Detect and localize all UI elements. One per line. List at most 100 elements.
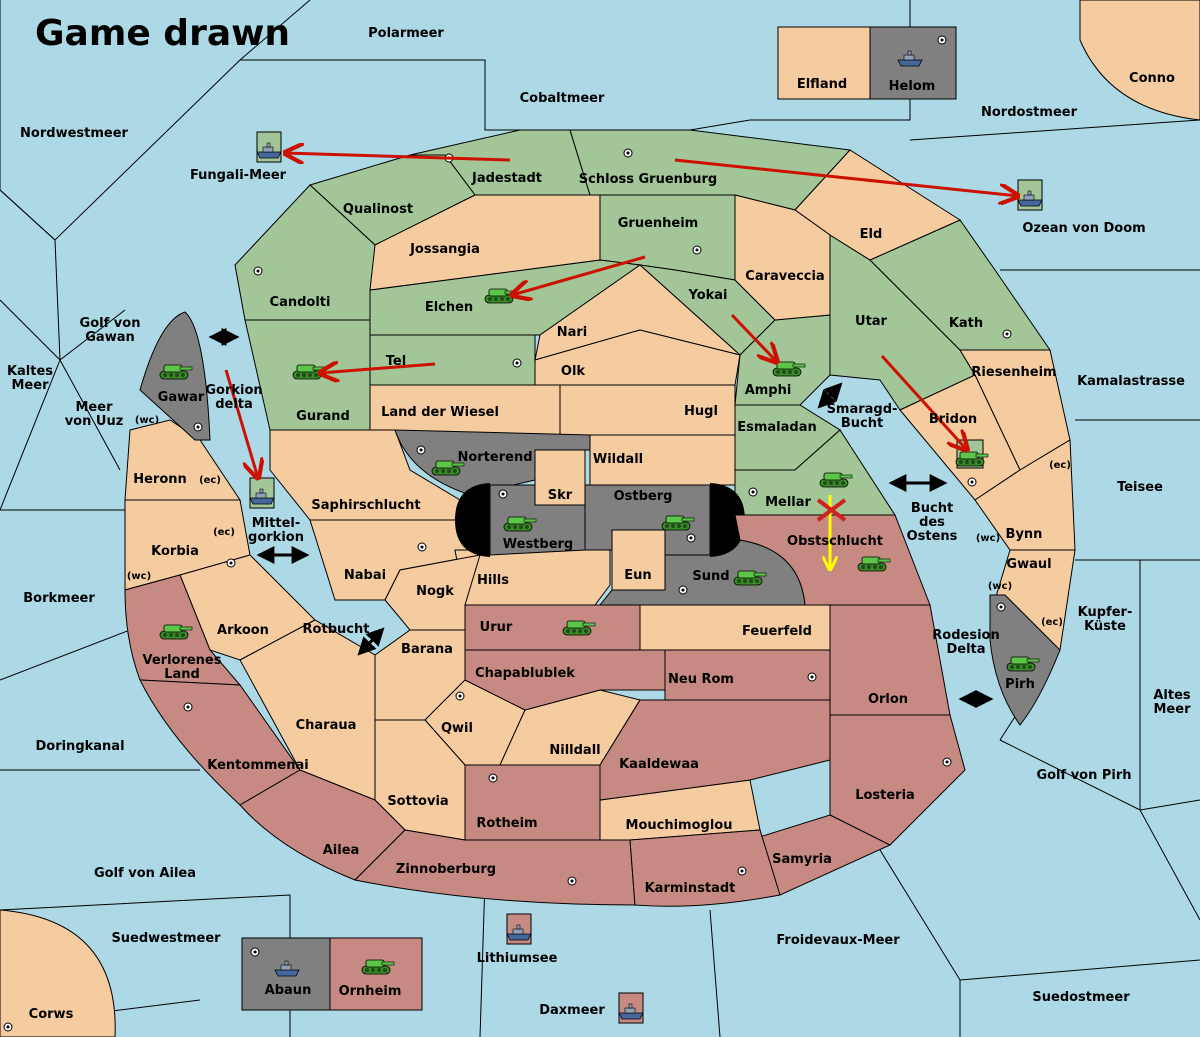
region-karminstadt[interactable] bbox=[629, 829, 781, 907]
sea-label-suedwestmeer: Suedwestmeer bbox=[111, 931, 221, 946]
region-label-losteria: Losteria bbox=[855, 788, 915, 803]
failed-order bbox=[816, 495, 847, 568]
region-label-obstschlucht: Obstschlucht bbox=[787, 534, 883, 549]
region-label-saphir: Saphirschlucht bbox=[311, 498, 420, 513]
region-conno[interactable] bbox=[1079, 0, 1200, 121]
region-label-kaaldewaa: Kaaldewaa bbox=[619, 757, 699, 772]
region-label-kath: Kath bbox=[949, 316, 983, 331]
region-label-urur: Urur bbox=[480, 620, 513, 635]
coast-marker-bynn-ec: (ec) bbox=[1049, 460, 1071, 471]
sea-labels: Polarmeer Nordwestmeer Cobaltmeer Nordos… bbox=[7, 26, 1191, 1022]
supply-center-dot-icon bbox=[567, 876, 577, 886]
region-label-nabai: Nabai bbox=[344, 568, 386, 583]
region-label-qwil: Qwil bbox=[441, 721, 473, 736]
region-label-elchen: Elchen bbox=[425, 300, 473, 315]
ostberg-cap bbox=[455, 483, 490, 557]
game-status-title: Game drawn bbox=[35, 13, 290, 54]
double-arrow-icon bbox=[817, 382, 843, 409]
supply-center-dot-icon bbox=[250, 947, 260, 957]
region-label-barana: Barana bbox=[401, 642, 453, 657]
supply-center-dot-icon bbox=[623, 148, 633, 158]
region-label-utar: Utar bbox=[855, 314, 888, 329]
red-x-icon bbox=[816, 498, 847, 522]
region-label-rotheim: Rotheim bbox=[476, 816, 537, 831]
region-jossangia[interactable] bbox=[369, 194, 601, 291]
coast-marker-gawar-wc: (wc) bbox=[135, 415, 159, 426]
region-label-gruenheim: Gruenheim bbox=[618, 216, 698, 231]
supply-center-dot-icon bbox=[1002, 329, 1012, 339]
supply-center-dot-icon bbox=[512, 358, 522, 368]
supply-center-dot-icon bbox=[226, 558, 236, 568]
supply-center-dot-icon bbox=[678, 585, 688, 595]
coast-marker-bynn-wc: (wc) bbox=[976, 533, 1000, 544]
supply-center-dot-icon bbox=[3, 1022, 13, 1032]
sea-label-ozean: Ozean von Doom bbox=[1022, 221, 1145, 236]
supply-center-dot-icon bbox=[193, 422, 203, 432]
region-label-gawar: Gawar bbox=[158, 390, 205, 405]
region-label-zinnoberburg: Zinnoberburg bbox=[396, 862, 496, 877]
sea-label-kamalastrasse: Kamalastrasse bbox=[1077, 374, 1185, 389]
region-losteria[interactable] bbox=[829, 714, 966, 846]
region-label-ailea: Ailea bbox=[323, 843, 360, 858]
supply-center-dot-icon bbox=[942, 757, 952, 767]
region-label-pirh: Pirh bbox=[1005, 677, 1035, 692]
region-label-elfland: Elfland bbox=[797, 77, 847, 92]
supply-center-dot-icon bbox=[686, 533, 696, 543]
region-wildall[interactable] bbox=[589, 434, 736, 486]
region-label-charaua: Charaua bbox=[296, 718, 357, 733]
sea-label-polarmeer: Polarmeer bbox=[368, 26, 444, 41]
sea-label-froidevaux: Froidevaux-Meer bbox=[776, 933, 900, 948]
region-label-schloss: Schloss Gruenburg bbox=[579, 172, 717, 187]
tank-icon bbox=[484, 288, 518, 304]
coast-marker-korbia-ec: (ec) bbox=[213, 527, 235, 538]
region-label-ornheim: Ornheim bbox=[339, 984, 402, 999]
region-heronn[interactable] bbox=[124, 419, 241, 501]
region-label-yokai: Yokai bbox=[687, 288, 727, 303]
region-label-mellar: Mellar bbox=[765, 495, 811, 510]
region-label-wiesel: Land der Wiesel bbox=[381, 405, 499, 420]
sea-label-teisee: Teisee bbox=[1117, 480, 1163, 495]
coast-markers: (wc) (ec) (ec) (wc) (ec) (wc) (wc) (ec) bbox=[127, 415, 1071, 628]
region-label-hills: Hills bbox=[477, 573, 509, 588]
region-caraveccia[interactable] bbox=[734, 194, 831, 321]
region-label-helom: Helom bbox=[889, 79, 936, 94]
region-label-korbia: Korbia bbox=[151, 544, 199, 559]
supply-center-dot-icon bbox=[737, 866, 747, 876]
sea-label-doringkanal: Doringkanal bbox=[35, 739, 124, 754]
region-bynn[interactable] bbox=[974, 439, 1076, 551]
supply-center-dot-icon bbox=[488, 773, 498, 783]
tank-icon bbox=[361, 959, 395, 975]
tank-icon bbox=[733, 570, 767, 586]
region-elfland[interactable] bbox=[777, 26, 871, 100]
region-label-chapablublek: Chapablublek bbox=[475, 666, 575, 681]
region-label-mouchimoglou: Mouchimoglou bbox=[626, 818, 733, 833]
region-label-norterend: Norterend bbox=[457, 450, 532, 465]
region-label-corws: Corws bbox=[29, 1007, 74, 1022]
region-label-tel: Tel bbox=[386, 354, 406, 369]
region-label-neurom: Neu Rom bbox=[668, 672, 734, 687]
region-label-wildall: Wildall bbox=[593, 452, 643, 467]
region-label-feuerfeld: Feuerfeld bbox=[742, 624, 812, 639]
region-label-kentommenai: Kentommenai bbox=[207, 758, 308, 773]
supply-center-dot-icon bbox=[253, 266, 263, 276]
double-arrow-icon bbox=[357, 627, 385, 656]
supply-center-dot-icon bbox=[416, 445, 426, 455]
sea-label-golf-pirh: Golf von Pirh bbox=[1036, 768, 1131, 783]
tank-icon bbox=[159, 624, 193, 640]
adjacency-arrows bbox=[208, 328, 994, 708]
region-kaaldewaa[interactable] bbox=[599, 699, 831, 801]
region-label-bridon: Bridon bbox=[929, 412, 977, 427]
region-label-karminstadt: Karminstadt bbox=[645, 881, 736, 896]
region-label-arkoon: Arkoon bbox=[217, 623, 269, 638]
supply-center-dot-icon bbox=[692, 245, 702, 255]
region-label-abaun: Abaun bbox=[265, 983, 312, 998]
region-olk[interactable] bbox=[534, 329, 741, 386]
region-norterend[interactable] bbox=[394, 429, 591, 496]
region-label-samyria: Samyria bbox=[772, 852, 832, 867]
region-corws[interactable] bbox=[0, 909, 116, 1037]
